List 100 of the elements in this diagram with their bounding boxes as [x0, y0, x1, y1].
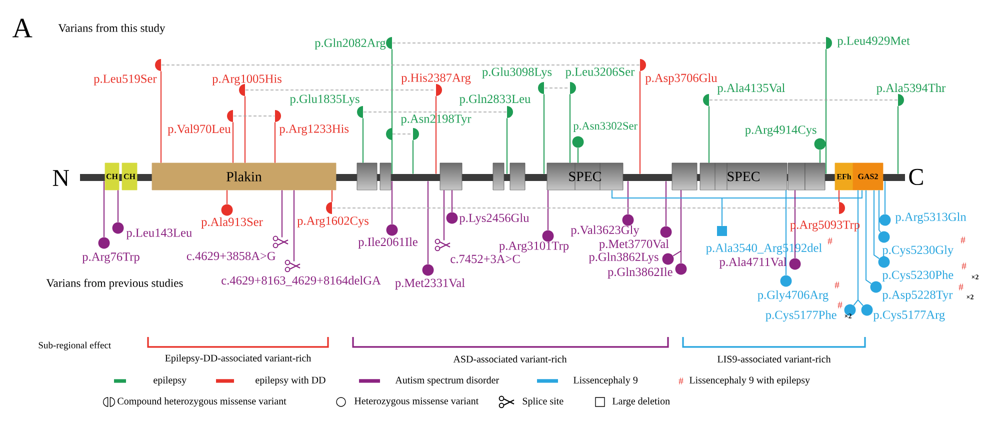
half-circle-head — [538, 82, 544, 94]
repeat-box — [380, 162, 392, 190]
lollipop-head — [422, 264, 434, 276]
legend-label: epilepsy with DD — [256, 376, 326, 386]
variant-label: c.7452+3A>C — [450, 254, 520, 264]
half-circle-head — [898, 94, 904, 106]
scissors-icon — [434, 238, 451, 252]
repeat-box — [672, 162, 698, 190]
lollipop-head — [789, 258, 801, 270]
domain-box: EFh — [834, 162, 854, 190]
legend-label: Autism spectrum disorder — [395, 376, 499, 386]
lollipop-head — [622, 214, 634, 226]
lollipop-head — [662, 253, 674, 265]
domain-box: Plakin — [152, 162, 336, 190]
variant-label: p.Leu3206Ser — [566, 68, 635, 78]
variant-label: c.4629+8163_4629+8164delGA — [222, 276, 381, 286]
lollipop-head — [660, 226, 672, 238]
terminus-label: C — [909, 168, 923, 186]
stem-line — [160, 70, 162, 164]
repeat-box — [492, 162, 504, 190]
lollipop-head — [878, 231, 890, 243]
half-circle-head — [839, 202, 845, 214]
legend-label: Splice site — [522, 397, 564, 407]
lollipop-head — [542, 230, 554, 242]
lollipop-head — [221, 204, 233, 216]
variant-label: p.Val3623Gly — [570, 225, 640, 237]
half-circle-head — [386, 128, 392, 140]
deletion-square — [717, 226, 727, 236]
half-circle-head — [326, 202, 332, 214]
domain-box: GAS2 — [852, 162, 884, 190]
half-circle-head — [386, 37, 392, 49]
row-label: Sub-regional effect — [38, 342, 112, 350]
half-circle-head — [357, 106, 363, 118]
panel-letter: A — [12, 18, 32, 38]
half-circle-head — [413, 128, 419, 140]
stem-line — [708, 106, 710, 164]
lollipop-head — [878, 256, 890, 268]
half-circle-head — [239, 84, 245, 96]
hash-mark: # — [958, 284, 964, 290]
lollipop-head — [98, 237, 110, 249]
half-circle-head — [826, 37, 832, 49]
variant-label: p.Arg3101Trp — [499, 242, 569, 252]
variant-label: p.Gly4706Arg — [758, 290, 828, 302]
lollipop-head — [780, 275, 792, 287]
lollipop-head — [870, 281, 882, 293]
bracket-label: LIS9-associated variant-rich — [718, 355, 831, 362]
variant-label: p.Gln2082Arg — [314, 38, 386, 50]
connector-line — [161, 64, 640, 66]
variant-label: p.Arg76Trp — [82, 252, 140, 264]
lollipop-head — [572, 136, 584, 148]
variant-label: p.Ala913Ser — [201, 217, 263, 229]
scissors-icon — [272, 236, 289, 248]
variant-label: p.Gln3862Ile — [608, 267, 672, 279]
variant-label: p.Met3770Val — [599, 239, 669, 251]
stem-line — [506, 118, 508, 174]
variant-label: p.Ile2061Ile — [358, 237, 418, 249]
lollipop-head — [675, 263, 687, 275]
lollipop-head — [861, 304, 873, 316]
domain-box: CH — [104, 162, 120, 190]
variant-label: p.Lys2456Glu — [459, 213, 530, 225]
variant-label: c.4629+3858A>G — [186, 252, 276, 260]
bracket-label: ASD-associated variant-rich — [453, 355, 567, 362]
lollipop-head — [814, 138, 826, 150]
lollipop-head — [112, 222, 124, 234]
repeat-domain-box: SPEC — [546, 162, 624, 190]
half-circle-head — [275, 110, 281, 122]
half-circle-head — [436, 84, 442, 96]
variant-label: p.Cys5230Phe — [882, 270, 954, 282]
hash-mark: # — [828, 238, 832, 244]
legend-label: epilepsy — [154, 376, 187, 386]
variant-label: p.Arg4914Cys — [745, 126, 816, 136]
variant-label: p.Arg1602Cys — [297, 216, 368, 228]
legend-label: Compound heterozygous missense variant — [118, 397, 286, 407]
legend-label: Lissencephaly 9 — [574, 376, 638, 386]
hash-mark: # — [838, 302, 842, 308]
stem-line — [722, 190, 862, 226]
variant-label: p.Gln3862Lys — [588, 252, 658, 264]
stem-line — [412, 140, 414, 174]
stem-line — [294, 190, 295, 262]
stem-line — [680, 190, 682, 264]
stem-line — [244, 96, 246, 164]
legend-label: Large deletion — [612, 397, 670, 407]
variant-label: p.Cys5177Phe — [766, 310, 836, 322]
variant-label: p.Asp5228Tyr — [882, 290, 953, 302]
scissors-icon — [284, 260, 301, 272]
variant-label: p.Met2331Val — [395, 278, 465, 290]
variant-label: p.Glu3098Lys — [482, 67, 552, 79]
repeat-box — [356, 162, 378, 190]
variant-label: p.Leu4929Met — [837, 36, 910, 48]
variant-label: p.His2387Arg — [401, 74, 471, 84]
repeat-box — [788, 162, 806, 190]
stem-line — [838, 190, 840, 202]
stem-line — [884, 180, 886, 215]
domain-box: CH — [122, 162, 138, 190]
bracket-label: Epilepsy-DD-associated variant-rich — [165, 354, 312, 364]
section-heading: Varians from previous studies — [46, 278, 183, 290]
stem-line — [858, 190, 864, 306]
stem-line — [118, 190, 119, 223]
stem-line — [226, 190, 228, 205]
repeat-box — [440, 162, 462, 190]
